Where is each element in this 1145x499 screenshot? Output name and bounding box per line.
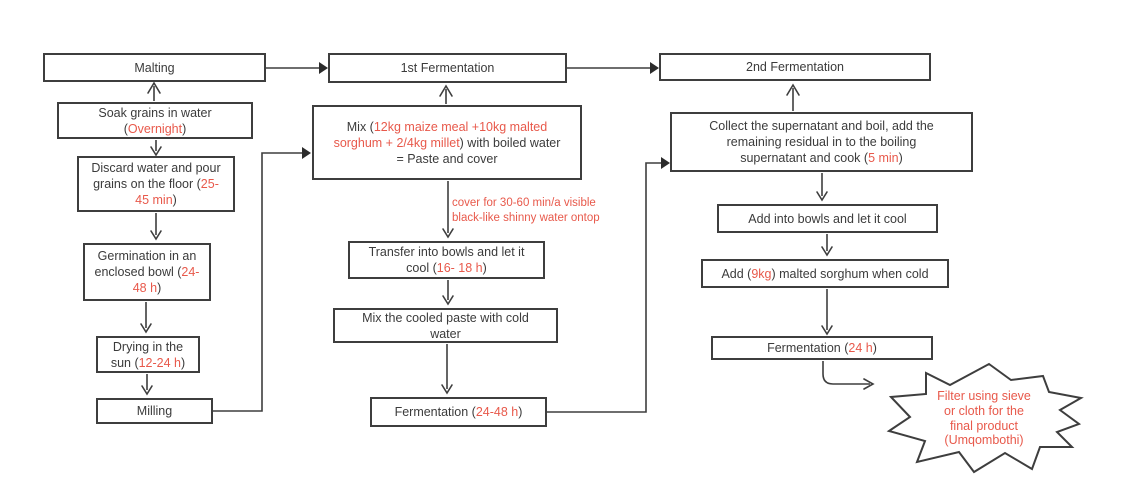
node-mix-ingredients1: 12kg maize meal +10kg malted — [373, 119, 548, 134]
node-discard-water: Discard water and pour grains on the flo… — [77, 156, 235, 212]
connector-fermentation-to-collect — [547, 162, 662, 413]
arrowhead-down-germination — [150, 230, 162, 241]
arrowhead-up-malting — [147, 81, 161, 94]
node-soak-paren-close: ) — [182, 121, 187, 136]
starburst-line1: Filter using sieve — [937, 389, 1031, 403]
arrowhead-malting-to-1st-fermentation — [319, 62, 328, 74]
node-collect-paren-close: ) — [898, 151, 903, 165]
node-add9kg-pre: Add ( — [721, 266, 752, 281]
connector-fermentation-to-starburst — [822, 361, 870, 385]
node-transfer-line1: Transfer into bowls and let it — [368, 245, 525, 259]
arrowhead-1st-to-2nd-fermentation — [650, 62, 659, 74]
node-soak-grains: Soak grains in water (Overnight) — [57, 102, 253, 139]
node-germination-line1: Germination in an — [97, 249, 197, 263]
node-2nd-fermentation-header: 2nd Fermentation — [659, 53, 931, 81]
node-fermentation-mid-paren-close: ) — [518, 405, 523, 419]
node-transfer-time: 16- 18 h — [436, 261, 483, 275]
node-drying-line1: Drying in the — [112, 339, 184, 354]
node-germination-time2: 48 h — [132, 281, 158, 295]
arrowhead-down-fermentation-mid — [441, 384, 453, 395]
node-discard-time2: 45 min — [135, 193, 173, 207]
node-collect-line2: remaining residual in to the boiling — [726, 135, 917, 149]
arrowhead-down-mixcold — [442, 295, 454, 306]
node-drying: Drying in the sun (12-24 h) — [96, 336, 200, 373]
annotation-cover-line1: cover for 30-60 min/a visible — [452, 197, 596, 209]
arrowhead-down-addbowls — [816, 191, 828, 202]
node-add-malted-sorghum: Add (9kg) malted sorghum when cold — [701, 259, 949, 288]
annotation-cover-line2: black-like shinny water ontop — [452, 211, 600, 224]
node-add9kg-amount: 9kg — [751, 266, 772, 281]
node-mix-cooled-paste: Mix the cooled paste with cold water — [333, 308, 558, 343]
arrowhead-down-discard — [150, 146, 162, 157]
node-milling: Milling — [96, 398, 213, 424]
node-discard-line1: Discard water and pour — [91, 161, 221, 175]
annotation-cover-note: cover for 30-60 min/a visible black-like… — [452, 196, 632, 226]
node-soak-line1: Soak grains in water — [98, 105, 212, 120]
node-milling-label: Milling — [136, 404, 173, 418]
node-discard-time1: 25- — [200, 177, 219, 191]
node-mix-mid: ) with boiled water — [459, 135, 561, 150]
node-fermentation-mid-pre: Fermentation ( — [394, 405, 476, 419]
arrowhead-up-1st-fermentation — [439, 84, 453, 97]
starburst-line2: or cloth for the — [944, 403, 1024, 418]
node-drying-time: 12-24 h — [138, 355, 182, 370]
node-discard-line2: grains on the floor ( — [93, 177, 201, 191]
node-soak-paren-open: ( — [123, 121, 128, 136]
node-mix-ingredients2: sorghum + 2/4kg millet — [333, 135, 460, 150]
arrowhead-up-2nd-fermentation — [786, 83, 800, 96]
node-drying-line2: sun ( — [110, 355, 139, 370]
node-malting-label: Malting — [134, 60, 175, 75]
node-drying-paren-close: ) — [181, 355, 186, 370]
node-germination: Germination in an enclosed bowl (24- 48 … — [83, 243, 211, 301]
node-transfer-bowls: Transfer into bowls and let it cool (16-… — [348, 241, 545, 279]
arrowhead-down-transfer — [442, 228, 454, 239]
node-1st-fermentation-header: 1st Fermentation — [328, 53, 567, 83]
node-fermentation-mid-time: 24-48 h — [475, 405, 519, 419]
starburst-text: Filter using sieve or cloth for the fina… — [909, 389, 1059, 448]
arrowhead-down-milling — [141, 385, 153, 396]
node-mix-line3: = Paste and cover — [396, 151, 498, 166]
node-fermentation-final-time: 24 h — [848, 341, 873, 355]
node-discard-paren-close: ) — [172, 193, 177, 207]
node-mix-ingredients: Mix (12kg maize meal +10kg malted sorghu… — [312, 105, 582, 180]
node-collect-line3: supernatant and cook ( — [740, 151, 869, 165]
starburst-shape — [886, 362, 1084, 474]
node-fermentation-final-pre: Fermentation ( — [767, 341, 849, 355]
node-1st-fermentation-label: 1st Fermentation — [400, 61, 495, 75]
node-2nd-fermentation-label: 2nd Fermentation — [746, 60, 844, 74]
node-fermentation-final-paren-close: ) — [872, 341, 877, 355]
node-mix-pre: Mix ( — [346, 119, 374, 134]
arrowhead-down-fermentation-final — [821, 325, 833, 336]
arrowhead-starburst — [863, 378, 875, 390]
node-add9kg-post: ) malted sorghum when cold — [771, 266, 929, 281]
connector-milling-to-mix — [213, 152, 303, 412]
node-malting: Malting — [43, 53, 266, 82]
arrowhead-down-drying — [140, 323, 152, 334]
node-germination-paren-close: ) — [157, 281, 162, 295]
starburst-line3: final product — [949, 418, 1019, 433]
starburst-line4: (Umqombothi) — [944, 433, 1024, 448]
node-add-into-bowls: Add into bowls and let it cool — [717, 204, 938, 233]
node-fermentation-mid: Fermentation (24-48 h) — [370, 397, 547, 427]
node-addbowls-label: Add into bowls and let it cool — [748, 211, 907, 226]
arrowhead-down-add9kg — [821, 246, 833, 257]
node-transfer-paren-close: ) — [482, 261, 487, 275]
node-mixcold-line2: water — [430, 326, 461, 341]
node-collect-time: 5 min — [868, 151, 899, 165]
arrowhead-fermentation-to-collect — [661, 157, 670, 169]
node-soak-time: Overnight — [127, 121, 183, 136]
node-fermentation-final: Fermentation (24 h) — [711, 336, 933, 360]
node-mixcold-line1: Mix the cooled paste with cold — [362, 310, 529, 325]
node-germination-line2: enclosed bowl ( — [94, 265, 182, 279]
arrowhead-milling-to-mix — [302, 147, 311, 159]
node-germination-time1: 24- — [181, 265, 200, 279]
node-collect-line1: Collect the supernatant and boil, add th… — [709, 119, 934, 133]
node-collect-supernatant: Collect the supernatant and boil, add th… — [670, 112, 973, 172]
node-transfer-line2: cool ( — [406, 261, 437, 275]
